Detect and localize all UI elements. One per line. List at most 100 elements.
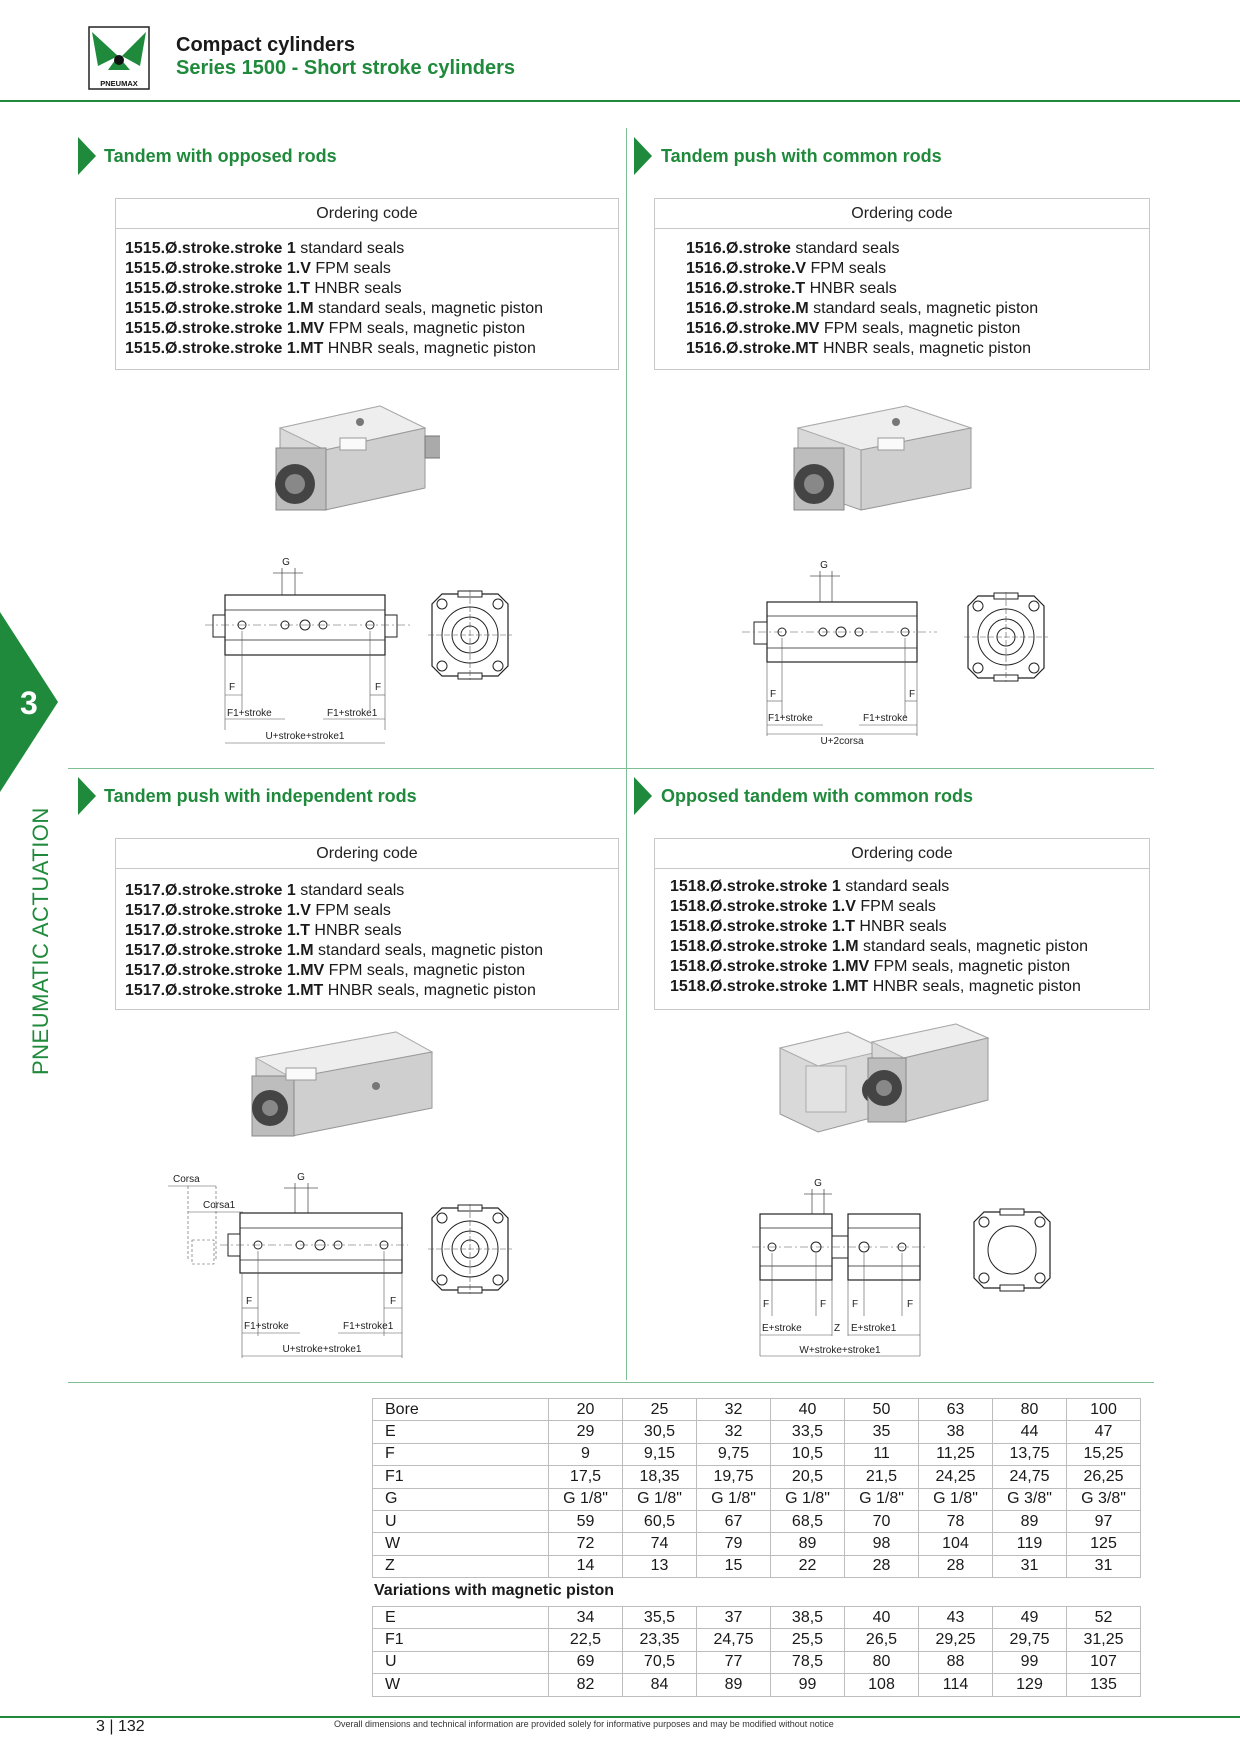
table-cell: 125 [1066,1532,1141,1556]
table-cell: 15 [696,1554,771,1579]
dim-label-f1: F1+stroke [227,708,272,719]
dim-label-e: E+stroke [762,1323,802,1334]
footer-disclaimer: Overall dimensions and technical informa… [334,1719,834,1729]
table-cell: 24,25 [918,1465,993,1489]
table-cell: 135 [1066,1673,1141,1697]
ordering-code-list: 1517.Ø.stroke.stroke 1 standard seals 15… [116,869,618,1001]
table-cell: 114 [918,1673,993,1697]
table-cell: 74 [622,1532,697,1556]
code-row: 1515.Ø.stroke.stroke 1 standard seals [125,240,405,257]
table-cell: 34 [548,1605,623,1630]
table-cell: 23,35 [622,1628,697,1652]
table-cell: 49 [992,1605,1067,1630]
ordering-code-box: Ordering code 1515.Ø.stroke.stroke 1 sta… [115,198,619,370]
section-title: Opposed tandem with common rods [661,786,974,806]
table-cell: G 1/8" [696,1487,771,1511]
table-divider [68,1382,1154,1383]
table-cell: 17,5 [548,1465,623,1489]
page-subtitle: Series 1500 - Short stroke cylinders [176,57,516,79]
table-cell: 69 [548,1650,623,1675]
cylinder-photo [786,398,986,533]
end-view-drawing [428,590,512,685]
code-row: 1517.Ø.stroke.stroke 1.V FPM seals [125,902,391,919]
code-row: 1517.Ø.stroke.stroke 1.MT HNBR seals, ma… [125,982,536,999]
cylinder-photo [240,398,442,533]
end-view-drawing [428,1204,512,1299]
code-row: 1515.Ø.stroke.stroke 1.T HNBR seals [125,280,402,297]
table-cell: 29 [548,1420,623,1444]
dim-label-g: G [282,557,290,568]
code-row: 1516.Ø.stroke.M standard seals, magnetic… [686,300,1039,317]
table-cell: 43 [918,1605,993,1630]
dim-label-f: F [852,1299,858,1310]
table-cell: 9 [548,1442,623,1467]
code-row: 1515.Ø.stroke.stroke 1.MV FPM seals, mag… [125,320,526,337]
table-cell: 79 [696,1532,771,1556]
table-cell: 26,5 [844,1628,919,1652]
table-cell: 10,5 [770,1442,845,1467]
dim-label-f: F [820,1299,826,1310]
ordering-code-list: 1518.Ø.stroke.stroke 1 standard seals 15… [655,869,1149,997]
table-cell: F [372,1442,549,1467]
table-cell: E [372,1605,549,1630]
table-cell: 108 [844,1673,919,1697]
dim-label-f1: F1+stroke1 [327,708,378,719]
table-cell: G 1/8" [918,1487,993,1511]
table-cell: 25 [622,1397,697,1422]
table-cell: 52 [1066,1605,1141,1630]
table-cell: 31,25 [1066,1628,1141,1652]
cylinder-pair-photo [776,1022,996,1157]
dim-label-g: G [297,1172,305,1183]
dim-label-f: F [390,1296,396,1307]
dim-label-f: F [229,682,235,693]
code-row: 1517.Ø.stroke.stroke 1.MV FPM seals, mag… [125,962,526,979]
table-cell: W [372,1532,549,1556]
table-cell: 33,5 [770,1420,845,1444]
section-arrow-icon [634,777,652,815]
table-cell: 59 [548,1509,623,1534]
table-cell: 107 [1066,1650,1141,1675]
table-cell: 88 [918,1650,993,1675]
table-cell: 31 [992,1554,1067,1579]
table-cell: F1 [372,1628,549,1652]
code-row: 1516.Ø.stroke.MV FPM seals, magnetic pis… [686,320,1021,337]
pneumax-logo: PNEUMAX [88,26,150,90]
table-cell: 32 [696,1420,771,1444]
ordering-code-box: Ordering code 1518.Ø.stroke.stroke 1 sta… [654,838,1150,1010]
code-row: 1516.Ø.stroke.V FPM seals [686,260,887,277]
dim-label-z: Z [834,1323,840,1334]
table-cell: 29,25 [918,1628,993,1652]
table-cell: 24,75 [992,1465,1067,1489]
section-arrow-icon [634,137,652,175]
table-cell: 100 [1066,1397,1141,1422]
table-cell: 40 [844,1605,919,1630]
table-cell: U [372,1509,549,1534]
code-row: 1515.Ø.stroke.stroke 1.MT HNBR seals, ma… [125,340,536,357]
chapter-label: PNEUMATIC ACTUATION [28,807,53,1075]
dim-label-e: E+stroke1 [851,1323,897,1334]
dim-label-f: F [770,689,776,700]
dim-label-corsa1: Corsa1 [203,1200,236,1211]
table-cell: Bore [372,1397,549,1422]
table-cell: 60,5 [622,1509,697,1534]
table-cell: 29,75 [992,1628,1067,1652]
table-cell: W [372,1673,549,1697]
table-cell: 30,5 [622,1420,697,1444]
page-title: Compact cylinders [176,34,355,56]
table-cell: 37 [696,1605,771,1630]
code-row: 1518.Ø.stroke.stroke 1.M standard seals,… [670,938,1089,955]
section-arrow-icon [78,137,96,175]
table-cell: 19,75 [696,1465,771,1489]
table-cell: 70,5 [622,1650,697,1675]
table-cell: 70 [844,1509,919,1534]
table-cell: 78 [918,1509,993,1534]
ordering-code-heading: Ordering code [655,199,1149,229]
